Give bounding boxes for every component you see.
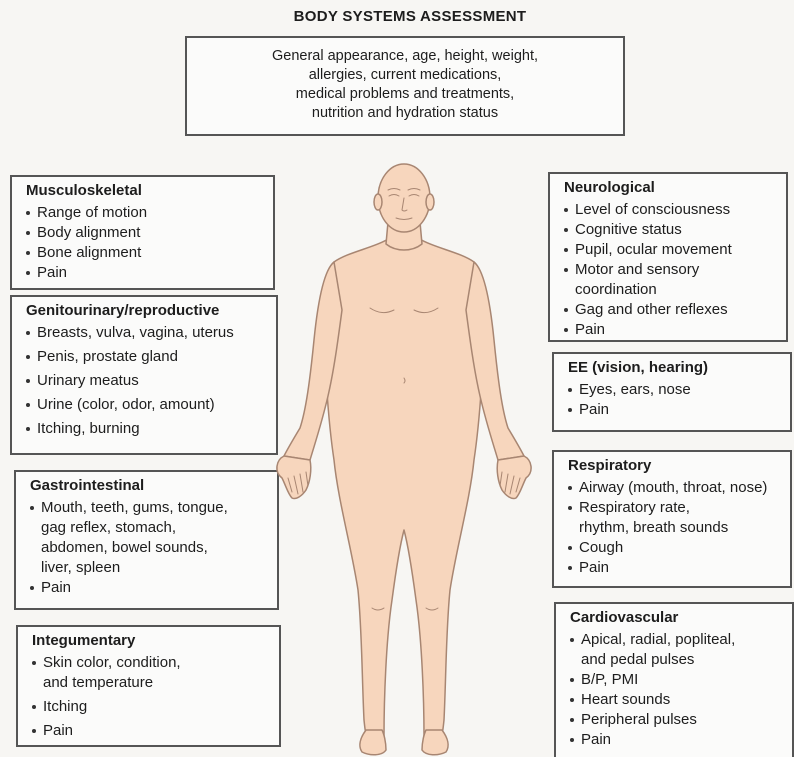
- eent-heading: EE (vision, hearing): [568, 359, 782, 376]
- list-item: abdomen, bowel sounds,: [30, 538, 269, 558]
- general-line: nutrition and hydration status: [187, 104, 623, 123]
- gastrointestinal-box: Gastrointestinal Mouth, teeth, gums, ton…: [14, 470, 279, 610]
- list-item: Itching: [32, 697, 271, 717]
- list-item: Body alignment: [26, 223, 265, 243]
- list-item: Peripheral pulses: [570, 710, 784, 730]
- list-item: Eyes, ears, nose: [568, 380, 782, 400]
- list-item: Range of motion: [26, 203, 265, 223]
- list-item: Cough: [568, 538, 790, 558]
- list-item: Pain: [564, 320, 778, 340]
- list-item: Gag and other reflexes: [564, 300, 778, 320]
- list-item: Breasts, vulva, vagina, uterus: [26, 323, 268, 343]
- list-item: rhythm, breath sounds: [568, 518, 790, 538]
- genitourinary-box: Genitourinary/reproductive Breasts, vulv…: [10, 295, 278, 455]
- cardiovascular-heading: Cardiovascular: [570, 609, 784, 626]
- general-line: allergies, current medications,: [187, 66, 623, 85]
- list-item: Mouth, teeth, gums, tongue,: [30, 498, 269, 518]
- list-item: Cognitive status: [564, 220, 778, 240]
- list-item: Level of consciousness: [564, 200, 778, 220]
- list-item: Apical, radial, popliteal,: [570, 630, 784, 650]
- respiratory-heading: Respiratory: [568, 457, 782, 474]
- list-item: Respiratory rate,: [568, 498, 790, 518]
- list-item: Pain: [568, 400, 782, 420]
- list-item: Pain: [32, 721, 271, 741]
- neurological-box: Neurological Level of consciousness Cogn…: [548, 172, 788, 342]
- body-torso-legs: [324, 238, 484, 750]
- list-item: Pain: [570, 730, 784, 750]
- body-ear-right: [426, 194, 434, 210]
- human-body-illustration: [270, 160, 540, 757]
- integumentary-box: Integumentary Skin color, condition, and…: [16, 625, 281, 747]
- general-line: medical problems and treatments,: [187, 85, 623, 104]
- list-item: Heart sounds: [570, 690, 784, 710]
- integumentary-heading: Integumentary: [32, 632, 271, 649]
- list-item: Penis, prostate gland: [26, 347, 268, 367]
- list-item: B/P, PMI: [570, 670, 784, 690]
- list-item: Itching, burning: [26, 419, 268, 439]
- list-item: Skin color, condition,: [32, 653, 271, 673]
- musculoskeletal-heading: Musculoskeletal: [26, 182, 265, 199]
- list-item: and temperature: [32, 673, 271, 693]
- list-item: Pain: [26, 263, 265, 283]
- list-item: Urine (color, odor, amount): [26, 395, 268, 415]
- list-item: Urinary meatus: [26, 371, 268, 391]
- eent-box: EE (vision, hearing) Eyes, ears, nose Pa…: [552, 352, 792, 432]
- body-right-foot: [422, 730, 448, 755]
- general-line: General appearance, age, height, weight,: [187, 47, 623, 66]
- general-assessment-box: General appearance, age, height, weight,…: [185, 36, 625, 136]
- list-item: Pain: [568, 558, 790, 578]
- musculoskeletal-box: Musculoskeletal Range of motion Body ali…: [10, 175, 275, 290]
- list-item: Pain: [30, 578, 269, 598]
- gastrointestinal-heading: Gastrointestinal: [30, 477, 269, 494]
- body-left-foot: [360, 730, 386, 755]
- diagram-title: BODY SYSTEMS ASSESSMENT: [270, 8, 550, 25]
- list-item: Motor and sensory: [564, 260, 778, 280]
- list-item: Airway (mouth, throat, nose): [568, 478, 790, 498]
- list-item: coordination: [564, 280, 778, 300]
- cardiovascular-box: Cardiovascular Apical, radial, popliteal…: [554, 602, 794, 757]
- genitourinary-heading: Genitourinary/reproductive: [26, 302, 268, 319]
- list-item: gag reflex, stomach,: [30, 518, 269, 538]
- neurological-heading: Neurological: [564, 179, 778, 196]
- list-item: liver, spleen: [30, 558, 269, 578]
- respiratory-box: Respiratory Airway (mouth, throat, nose)…: [552, 450, 792, 588]
- list-item: Pupil, ocular movement: [564, 240, 778, 260]
- list-item: and pedal pulses: [570, 650, 784, 670]
- list-item: Bone alignment: [26, 243, 265, 263]
- body-ear-left: [374, 194, 382, 210]
